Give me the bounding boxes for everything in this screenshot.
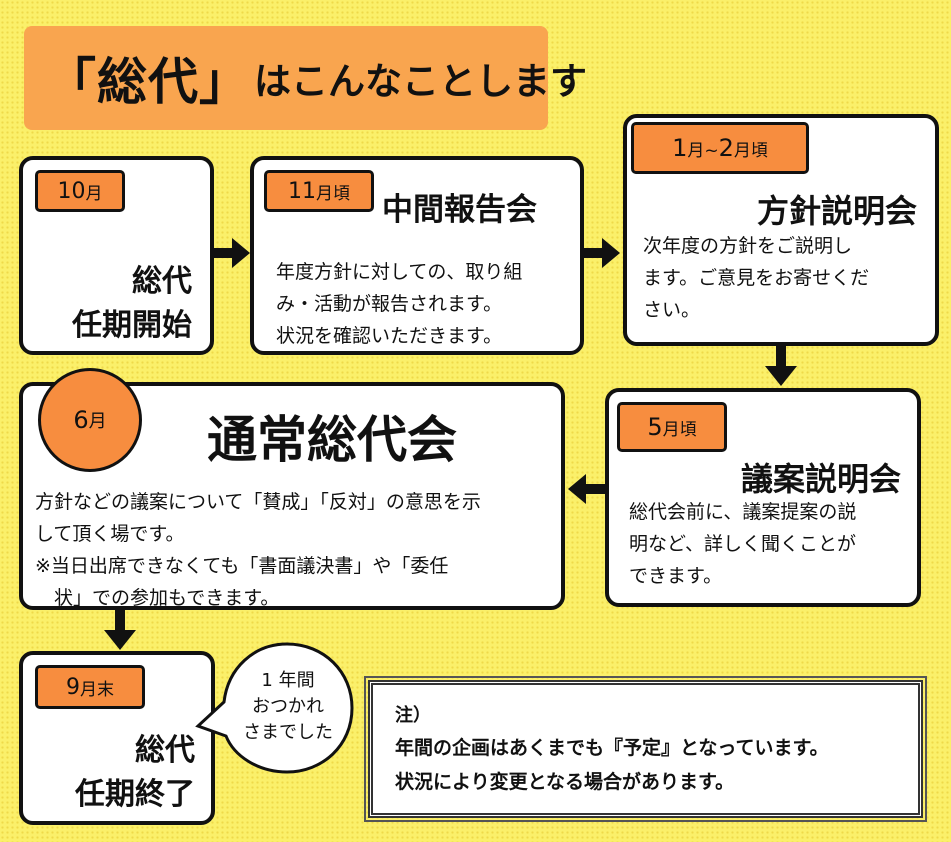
note-box: 注） 年間の企画はあくまでも『予定』となっています。 状況により変更となる場合が… <box>364 676 927 822</box>
step-june-title: 通常総代会 <box>207 411 457 469</box>
title-rest: はこんなことします <box>254 60 587 103</box>
step-november-title: 中間報告会 <box>382 192 537 228</box>
title-bracketed: 「総代」 <box>46 53 250 111</box>
arrow-down-icon <box>765 346 797 386</box>
step-november-body: 年度方針に対しての、取り組 み・活動が報告されます。 状況を確認いただきます。 <box>276 261 523 347</box>
step-june-box: 通常総代会 方針などの議案について「賛成」「反対」の意思を示 して頂く場です。 … <box>19 382 565 610</box>
arrow-down-icon <box>104 610 136 650</box>
step-september-title: 総代 任期終了 <box>75 733 195 812</box>
arrow-right-icon <box>584 238 620 268</box>
note-line-1: 年間の企画はあくまでも『予定』となっています。 <box>395 737 829 759</box>
step-jan-feb-title: 方針説明会 <box>756 192 917 230</box>
note-line-2: 状況により変更となる場合があります。 <box>395 771 735 793</box>
step-june-body: 方針などの議案について「賛成」「反対」の意思を示 して頂く場です。 ※当日出席で… <box>35 491 481 609</box>
arrow-left-icon <box>568 474 606 504</box>
note-label: 注） <box>395 705 431 726</box>
step-may-title: 議案説明会 <box>740 460 901 498</box>
speech-bubble-text: 1 年間 おつかれ さまでした <box>243 670 333 743</box>
title-banner: 「総代」 はこんなことします <box>24 26 587 130</box>
arrow-right-icon <box>214 238 250 268</box>
step-may-body: 総代会前に、議案提案の説 明など、詳しく聞くことが できます。 <box>629 501 857 587</box>
step-jan-feb-body: 次年度の方針をご説明し ます。ご意見をお寄せくだ さい。 <box>643 235 870 321</box>
speech-bubble-shape <box>195 642 354 774</box>
step-october-title: 総代 任期開始 <box>72 264 192 343</box>
